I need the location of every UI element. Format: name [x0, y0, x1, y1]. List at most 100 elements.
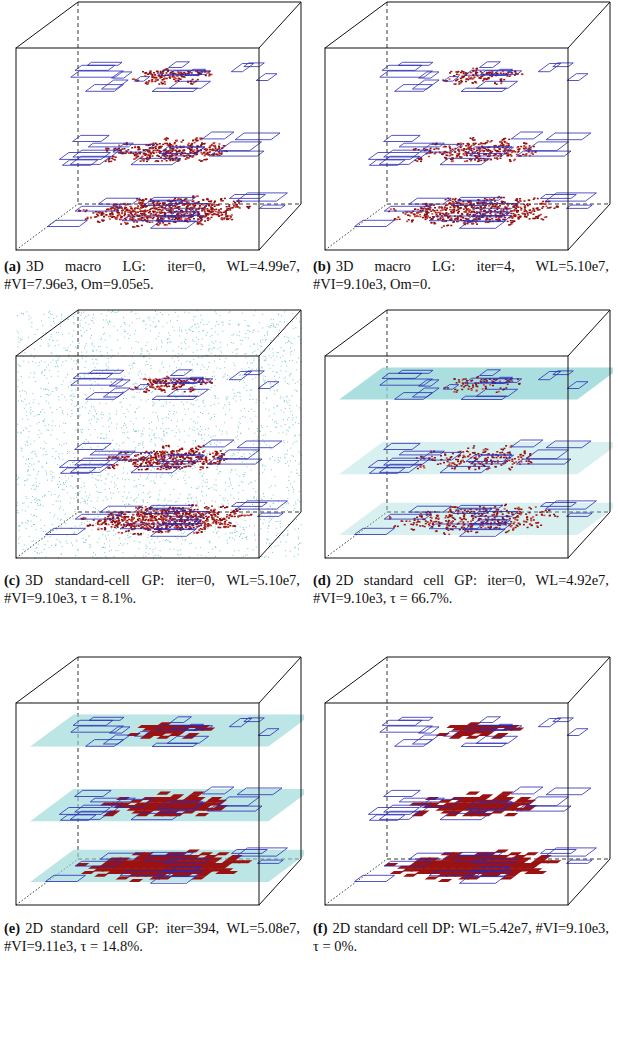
- standard-cell: [128, 153, 130, 155]
- macro-outline: [102, 80, 129, 89]
- standard-cell: [462, 217, 464, 219]
- standard-cell: [508, 224, 510, 226]
- standard-cell: [190, 145, 192, 147]
- standard-cell: [448, 213, 450, 215]
- standard-cell: [192, 151, 194, 153]
- standard-cell: [446, 212, 448, 214]
- standard-cell: [164, 78, 166, 80]
- standard-cell: [542, 219, 544, 221]
- standard-cell: [529, 210, 531, 212]
- standard-cell: [193, 218, 195, 220]
- standard-cell: [178, 218, 180, 220]
- macro-outline: [59, 153, 110, 160]
- standard-cell: [141, 217, 143, 219]
- standard-cell: [200, 144, 202, 146]
- standard-cell: [166, 210, 168, 212]
- standard-cell: [180, 154, 182, 156]
- standard-cell: [438, 206, 440, 208]
- standard-cell: [137, 156, 139, 158]
- standard-cell: [220, 199, 222, 201]
- standard-cell: [426, 214, 428, 216]
- standard-cell: [191, 149, 193, 151]
- standard-cell: [204, 220, 206, 222]
- standard-cell: [116, 216, 118, 218]
- standard-cell: [232, 207, 234, 209]
- standard-cell: [166, 143, 168, 145]
- standard-cell: [122, 153, 124, 155]
- standard-cell: [443, 219, 445, 221]
- standard-cell: [142, 200, 144, 202]
- standard-cell: [207, 154, 209, 156]
- standard-cell: [105, 148, 107, 150]
- standard-cell: [177, 213, 179, 215]
- standard-cell: [144, 213, 146, 215]
- standard-cell: [116, 212, 118, 214]
- standard-cell: [426, 212, 428, 214]
- macro-outline: [244, 63, 264, 67]
- standard-cell: [476, 223, 478, 225]
- standard-cell: [197, 79, 199, 81]
- standard-cell: [183, 150, 185, 152]
- standard-cell: [121, 207, 123, 209]
- standard-cell: [475, 219, 477, 221]
- standard-cell: [131, 147, 133, 149]
- standard-cell: [248, 208, 250, 210]
- standard-cell: [218, 212, 220, 214]
- standard-cell: [442, 217, 444, 219]
- standard-cell: [463, 208, 465, 210]
- standard-cell: [208, 73, 210, 75]
- standard-cell: [542, 206, 544, 208]
- standard-cell: [173, 148, 175, 150]
- standard-cell: [205, 215, 207, 217]
- standard-cell: [469, 214, 471, 216]
- standard-cell: [162, 222, 164, 224]
- standard-cell: [171, 145, 173, 147]
- standard-cell: [557, 206, 559, 208]
- standard-cell: [200, 220, 202, 222]
- standard-cell: [152, 208, 154, 210]
- standard-cell: [246, 206, 248, 208]
- standard-cell: [526, 216, 528, 218]
- macro-outline: [457, 197, 502, 200]
- standard-cell: [226, 215, 228, 217]
- standard-cell: [461, 213, 463, 215]
- standard-cell: [211, 204, 213, 206]
- standard-cell: [466, 203, 468, 205]
- standard-cell: [139, 148, 141, 150]
- macro-outline: [73, 150, 120, 157]
- standard-cell: [156, 152, 158, 154]
- standard-cell: [226, 206, 228, 208]
- standard-cell: [215, 209, 217, 211]
- standard-cell: [211, 217, 213, 219]
- standard-cell: [533, 211, 535, 213]
- standard-cell: [162, 202, 164, 204]
- standard-cell: [151, 76, 153, 78]
- standard-cell: [166, 78, 168, 80]
- standard-cell: [417, 209, 419, 211]
- standard-cell: [230, 207, 232, 209]
- standard-cell: [140, 160, 142, 162]
- standard-cell: [139, 211, 141, 213]
- standard-cell: [434, 207, 436, 209]
- standard-cell: [214, 145, 216, 147]
- standard-cell: [402, 212, 404, 214]
- standard-cell: [235, 206, 237, 208]
- standard-cell: [461, 214, 463, 216]
- standard-cell: [145, 72, 147, 74]
- macro-outline: [409, 198, 451, 204]
- standard-cell: [190, 83, 192, 85]
- standard-cell: [484, 198, 486, 200]
- standard-cell: [200, 160, 202, 162]
- standard-cell: [145, 154, 147, 156]
- standard-cell: [236, 204, 238, 206]
- standard-cell: [516, 198, 518, 200]
- standard-cell: [157, 150, 159, 152]
- standard-cell: [147, 83, 149, 85]
- standard-cell: [217, 154, 219, 156]
- standard-cell: [137, 205, 139, 207]
- standard-cell: [171, 212, 173, 214]
- standard-cell: [209, 151, 211, 153]
- standard-cell: [524, 200, 526, 202]
- standard-cell: [190, 152, 192, 154]
- standard-cell: [87, 217, 89, 219]
